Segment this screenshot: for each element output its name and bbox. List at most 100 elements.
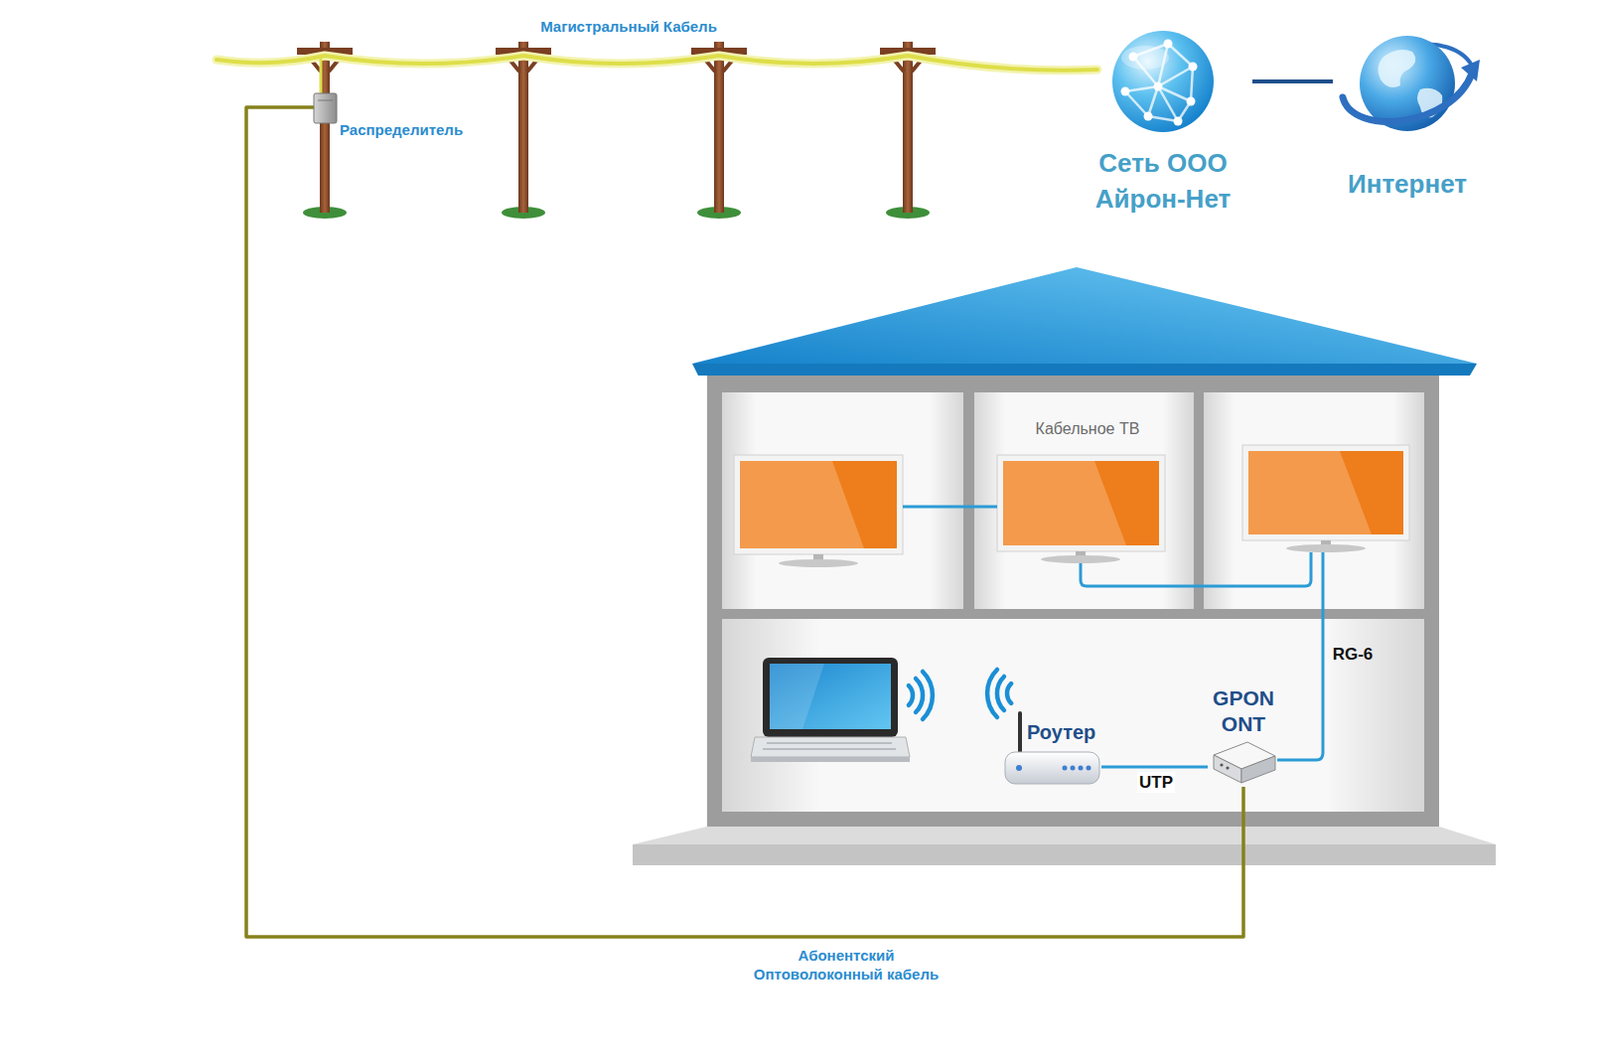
inet-icon — [1377, 49, 1416, 88]
wifi-waves — [987, 669, 998, 718]
tv-set — [733, 454, 903, 555]
house-roof — [692, 267, 1477, 376]
cable-label: Магистральный Кабель — [540, 17, 718, 35]
net-icon — [1186, 97, 1196, 107]
inet-icon — [1342, 73, 1472, 122]
laptop — [769, 663, 825, 729]
laptop — [750, 736, 910, 757]
laptop — [762, 657, 898, 737]
router-icon — [1018, 711, 1022, 754]
utility-pole — [714, 41, 725, 213]
wifi-waves — [908, 669, 1012, 720]
tv-cable — [902, 506, 1323, 760]
wifi-waves — [1007, 683, 1012, 704]
node-label: GPON ONT — [1207, 685, 1280, 737]
tv-set — [997, 454, 1165, 564]
ont-icon — [1241, 755, 1276, 783]
router-icon — [1086, 765, 1092, 771]
ont-icon — [1219, 762, 1223, 766]
network-link — [1252, 79, 1333, 84]
tv-cable — [1277, 552, 1323, 760]
house-walls — [974, 392, 1194, 609]
node-label: Интернет — [1332, 165, 1482, 202]
tv-cable — [1080, 552, 1311, 586]
network-globe: Сеть ООО Айрон-Нет — [1073, 27, 1253, 219]
tv-set — [1003, 460, 1160, 546]
router-icon — [1078, 765, 1084, 771]
wifi-waves — [915, 678, 923, 713]
wifi-waves — [922, 671, 933, 720]
laptop — [769, 663, 891, 729]
tv-set — [739, 460, 865, 549]
net-icon — [1148, 116, 1178, 122]
net-icon — [1158, 86, 1178, 122]
dist-icon — [313, 93, 337, 124]
net-icon — [1188, 62, 1198, 72]
room-label: Кабельное ТВ — [1035, 420, 1141, 438]
tv-cable — [902, 505, 998, 509]
trunk-cable — [319, 57, 323, 95]
net-icon — [1154, 82, 1164, 92]
utility-pole — [518, 41, 529, 213]
edge-label: UTP — [1137, 771, 1175, 793]
node-label: Распределитель — [339, 121, 483, 140]
router-icon — [1016, 764, 1022, 771]
internet-globe: Интернет — [1332, 27, 1482, 219]
net-icon — [1125, 86, 1159, 92]
house-walls — [722, 618, 1425, 812]
tv-set — [1003, 460, 1127, 546]
house-base — [632, 826, 1496, 866]
tv-set — [1242, 444, 1410, 541]
net-icon — [1148, 86, 1159, 117]
house-walls — [707, 375, 1440, 827]
house-base — [632, 826, 1496, 845]
house-walls — [707, 375, 1440, 827]
dist-icon — [317, 100, 333, 102]
net-icon — [1163, 39, 1173, 49]
laptop — [750, 657, 910, 762]
net-icon — [1112, 30, 1214, 133]
net-icon — [1167, 43, 1193, 67]
tv-set — [1286, 544, 1366, 553]
utility-pole — [319, 41, 330, 213]
router-device: Роутер — [1005, 711, 1102, 787]
router-icon — [1070, 765, 1076, 771]
wifi-waves — [997, 676, 1005, 711]
laptop — [766, 741, 892, 744]
utility-pole — [902, 41, 913, 213]
tv-set — [1248, 450, 1404, 535]
trunk-cable — [216, 55, 1098, 95]
net-icon — [1144, 112, 1154, 122]
tv-set — [1248, 450, 1372, 535]
splitter-box: Распределитель — [313, 91, 483, 146]
router-icon — [1062, 765, 1068, 771]
net-icon — [1121, 45, 1169, 70]
cable-type-label: RG-6 — [1332, 644, 1374, 665]
house-base — [632, 844, 1496, 866]
utility-pole — [691, 41, 747, 219]
net-icon — [1158, 66, 1193, 87]
net-icon — [1173, 117, 1183, 127]
node-label: Роутер — [1026, 719, 1102, 745]
wifi-waves — [908, 685, 913, 706]
trunk-cable — [216, 55, 1098, 71]
node-label: Сеть ООО Айрон-Нет — [1078, 145, 1248, 217]
edge-label: Абонентский Оптоволоконный кабель — [737, 945, 956, 984]
inet-icon — [1460, 59, 1480, 82]
tv-set — [778, 559, 859, 568]
tv-set — [733, 454, 903, 568]
utility-pole — [495, 41, 552, 219]
router-icon — [1005, 751, 1100, 784]
utp-cable — [1101, 765, 1208, 769]
tv-set — [1040, 555, 1121, 564]
ont-icon — [1225, 765, 1229, 769]
tv-set — [739, 460, 897, 549]
house-walls — [722, 392, 964, 609]
laptop — [750, 756, 910, 762]
trunk-cable — [216, 55, 1098, 71]
laptop — [762, 747, 896, 750]
house-walls — [1203, 392, 1425, 609]
tv-set — [997, 454, 1165, 552]
